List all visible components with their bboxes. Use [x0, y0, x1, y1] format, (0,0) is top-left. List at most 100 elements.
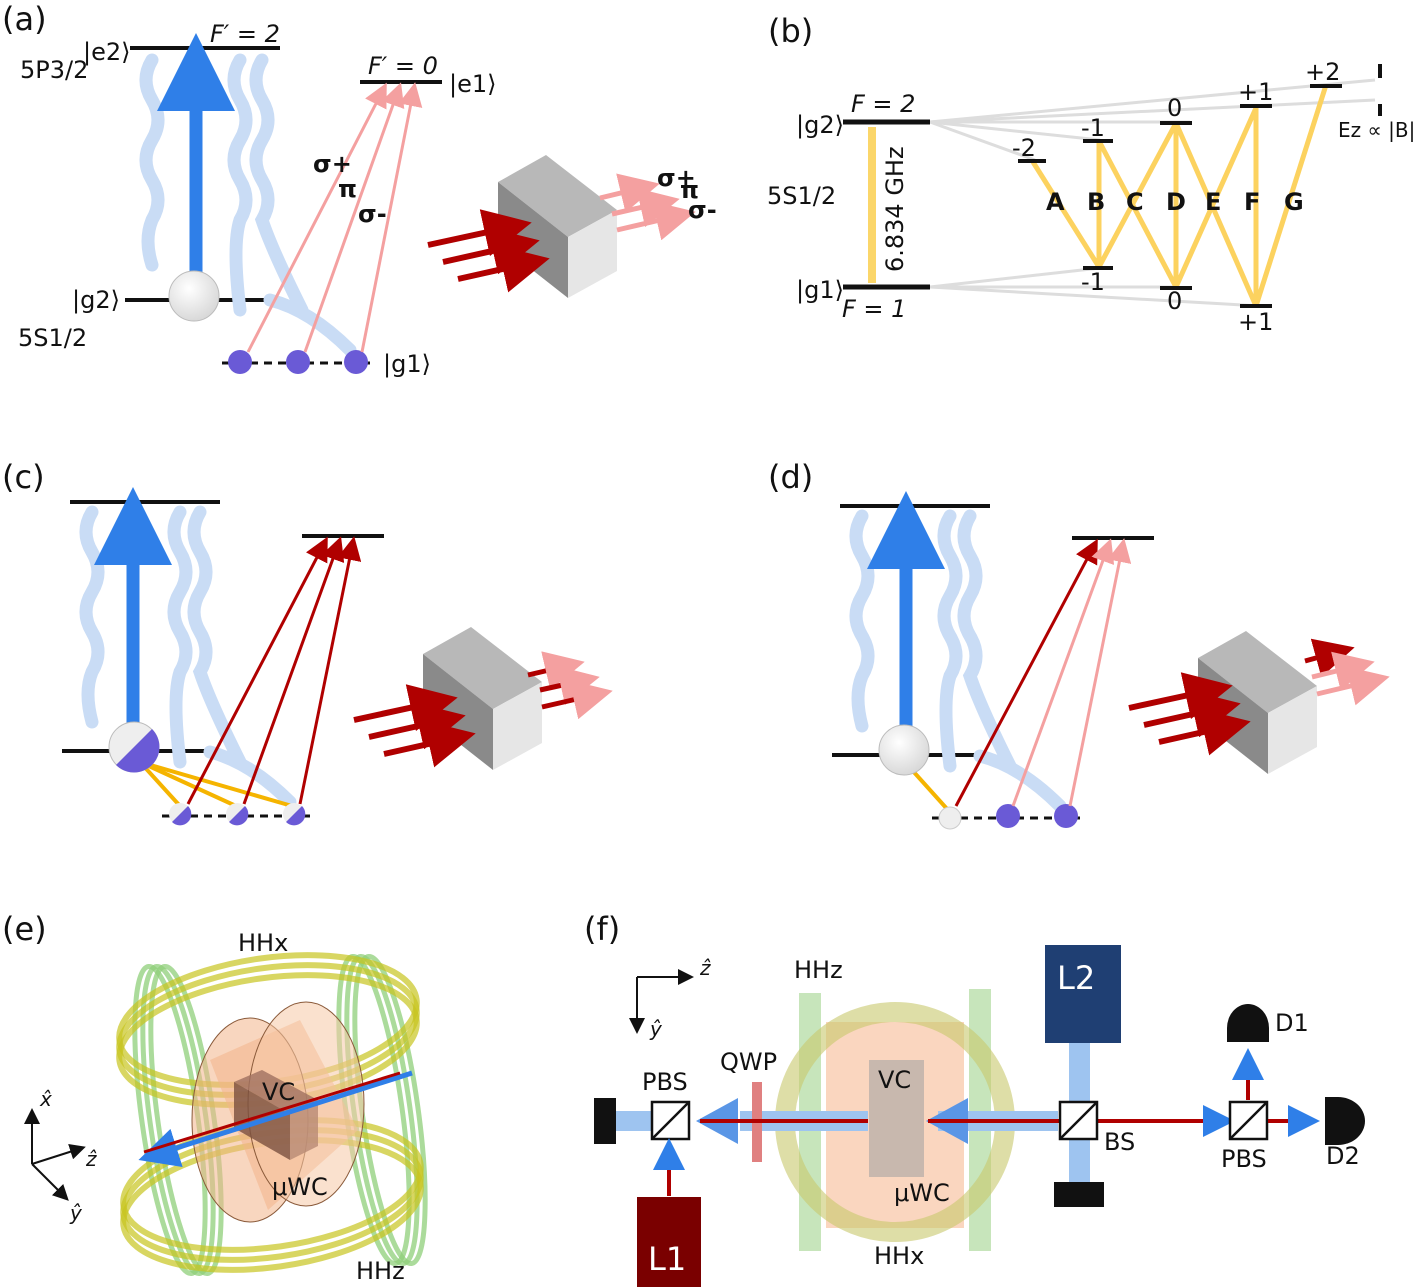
cube-out-pi: π — [680, 176, 699, 204]
coherence-link — [139, 760, 293, 808]
l2-beam — [1069, 1043, 1090, 1101]
fluorescence-wave — [263, 293, 357, 357]
fluorescence-wave — [937, 509, 963, 773]
output-beam — [539, 665, 600, 705]
panel-d: (d) — [768, 458, 1390, 830]
label-5s12: 5S1/2 — [767, 182, 836, 210]
beam-dump-bottom — [1054, 1182, 1104, 1207]
atom-g1-empty — [938, 806, 962, 830]
probe-line — [298, 536, 362, 805]
panel-d-label: (d) — [768, 458, 813, 496]
output-beam — [611, 188, 680, 228]
probe-sigma-plus — [246, 82, 387, 353]
label-pbs-right: PBS — [1221, 1145, 1267, 1173]
label-pbs-left: PBS — [642, 1068, 688, 1096]
probe-line — [1011, 538, 1115, 807]
label-l1: L1 — [648, 1240, 686, 1278]
probe-line — [242, 536, 345, 805]
label-F0prime: F′ = 0 — [368, 52, 438, 80]
label-axis-x: x̂ — [39, 1087, 52, 1111]
label-upper-m: -1 — [1081, 114, 1105, 142]
output-beam — [541, 680, 613, 720]
probe-pi — [303, 82, 405, 353]
output-beam — [1311, 651, 1375, 691]
panel-f: (f) ẑ ŷ L2 — [584, 910, 1365, 1287]
fluorescence-wave — [79, 505, 105, 729]
coherence-link — [138, 760, 182, 808]
transition-label: C — [1126, 188, 1144, 216]
coherence-link — [139, 760, 237, 808]
panel-c-label: (c) — [2, 458, 45, 496]
fluorescence-wave — [973, 749, 1067, 813]
label-hhx: HHx — [238, 929, 288, 957]
atom-g1 — [344, 350, 368, 374]
beam-pump — [138, 1070, 413, 1167]
label-hhz: HHz — [794, 956, 843, 984]
label-F2: F = 2 — [851, 90, 915, 118]
panel-e-label: (e) — [2, 910, 47, 948]
output-beam — [527, 651, 585, 691]
atom-population — [878, 724, 930, 776]
label-qwp: QWP — [720, 1048, 777, 1076]
label-pi: π — [338, 175, 357, 203]
probe-sigma-minus — [360, 82, 423, 353]
fluorescence-wave — [139, 53, 165, 272]
atom-g1 — [996, 804, 1020, 828]
beam-probe — [143, 1071, 401, 1154]
atom-g1-superposition — [169, 803, 306, 826]
atom-superposition — [108, 721, 160, 773]
zeeman-fan — [929, 78, 1376, 308]
label-vc: VC — [262, 1078, 295, 1106]
label-F2prime: F′ = 2 — [210, 20, 280, 48]
beam-dump-left — [594, 1098, 616, 1144]
label-lower-m: +1 — [1238, 308, 1273, 336]
label-lower-m: -1 — [1081, 268, 1105, 296]
fluorescence-wave — [167, 505, 193, 769]
label-g2-ket: |g2⟩ — [796, 111, 844, 139]
label-d1: D1 — [1275, 1009, 1309, 1037]
atom-g1 — [228, 350, 252, 374]
transition-label: B — [1087, 188, 1105, 216]
input-beam — [1158, 708, 1251, 756]
fluorescence-wave — [203, 745, 297, 809]
probe-line — [1068, 538, 1132, 807]
vapor-cell-cube — [1198, 631, 1317, 774]
transition-label: E — [1205, 188, 1221, 216]
label-vc: VC — [878, 1066, 911, 1094]
pbs-left — [650, 1100, 691, 1141]
input-beam — [457, 245, 550, 293]
label-5s12: 5S1/2 — [18, 324, 87, 352]
coherence-link — [910, 768, 950, 812]
panel-a-label: (a) — [2, 0, 47, 38]
label-upper-m: -2 — [1012, 134, 1036, 162]
fluorescence-wave — [227, 53, 253, 317]
label-uwc: μWC — [272, 1173, 328, 1201]
cube-out-sigma-plus: σ+ — [657, 164, 696, 192]
fluorescence-wave — [957, 509, 1017, 773]
label-upper-m: +2 — [1305, 58, 1340, 86]
label-axis-y: ŷ — [649, 1017, 663, 1041]
fluorescence-wave — [849, 509, 875, 733]
vapor-cell — [869, 1060, 924, 1177]
transition-lines — [1030, 84, 1329, 308]
laser-l2 — [1045, 945, 1121, 1043]
axis-y-arrow — [31, 1163, 69, 1201]
output-beam — [599, 173, 660, 213]
fluorescence-wave — [249, 53, 309, 317]
detector-d1 — [1227, 1004, 1269, 1042]
beam-splitter — [1058, 1100, 1099, 1141]
pbs-right — [1228, 1100, 1269, 1141]
axis-z-arrow — [31, 1144, 86, 1165]
input-beam — [383, 720, 476, 768]
panel-c: (c) — [2, 458, 613, 826]
l1-beam-left — [612, 1111, 652, 1131]
label-hhz: HHz — [356, 1257, 405, 1285]
output-beam — [1304, 638, 1355, 678]
label-l2: L2 — [1057, 959, 1095, 997]
label-axis-z: ẑ — [85, 1147, 97, 1171]
label-hhx: HHx — [874, 1242, 924, 1270]
label-upper-m: 0 — [1167, 94, 1182, 122]
label-splitting: 6.834 GHz — [881, 146, 909, 272]
panel-b-label: (b) — [768, 12, 813, 50]
